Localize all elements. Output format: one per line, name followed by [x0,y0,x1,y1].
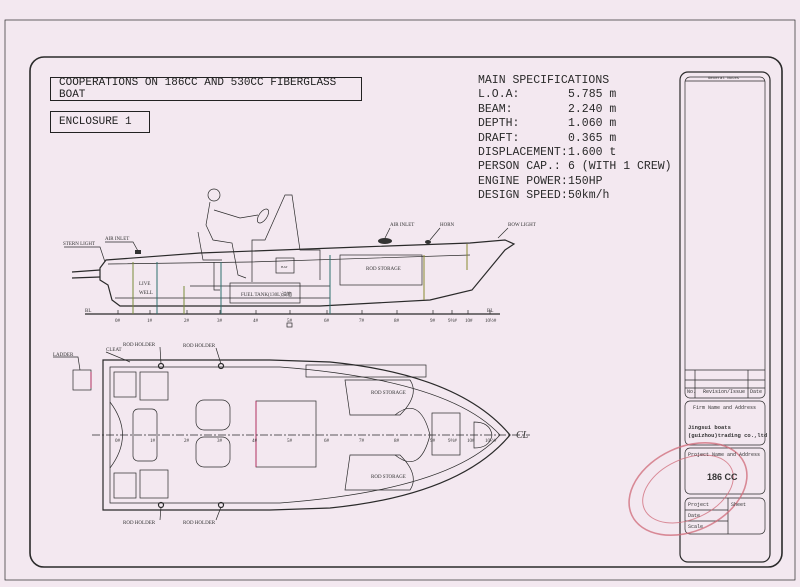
station-label: 4# [253,319,259,324]
revision-date-label: Date [750,389,763,395]
station-label: 3# [217,319,223,324]
firm-name: Jingsui boats [688,424,731,431]
station-label: 5# [287,319,293,324]
plan-view: 0# 1# 2# 3# 4# 5# 6# 7# 8# 9# 9½# 10# 10… [53,343,530,526]
spec-label: BEAM: [478,102,513,116]
station-labels-profile: 0# 1# 2# 3# 4# 5# 6# 7# 8# 9# 9½# 10# 10… [85,309,497,324]
spec-value: 1.060 m [568,117,617,131]
spec-label: PERSON CAP.: [478,160,561,174]
station-label: 3# [217,439,223,444]
revision-issue-label: Revision/Issue [703,389,746,395]
rod-holder-label: ROD HOLDER [123,521,156,526]
station-label: 6# [324,319,330,324]
station-label: 7# [359,319,365,324]
air-inlet-label: AIR INLET [105,237,129,242]
ladder-label: LADDER [53,353,74,358]
drawing-frame [29,56,783,568]
station-label: 6# [324,439,330,444]
live-well-label: WELL [139,291,153,296]
centerline-label: CL [516,430,529,441]
spec-label: ENGINE POWER: [478,174,568,188]
station-label: 10½# [485,319,497,324]
fuel-tank-label: FUEL TANK(130L)油箱 [241,291,292,298]
side-profile-view: 0# 1# 2# 3# 4# 5# 6# 7# 8# 9# 9½# 10# 10… [63,188,536,328]
sheet-label: Sheet [731,502,747,508]
company-stamp [628,441,748,537]
station-label: 9½# [448,439,457,444]
project-label: Project [688,502,710,508]
station-label: 1# [147,319,153,324]
battery [275,257,295,274]
station-label: 9½# [448,319,457,324]
drawing-title: COOPERATIONS ON 186CC AND 530CC FIBERGLA… [50,77,362,101]
station-label: 1# [150,439,156,444]
bl-label: BL [487,309,493,314]
station-label: 5# [287,439,293,444]
station-label: 10# [465,319,473,324]
station-label: 0# [115,319,121,324]
spec-label: DEPTH: [478,117,520,131]
station-label: 8# [394,439,400,444]
date-label: Date [688,513,701,519]
rod-holder-label: ROD HOLDER [123,343,156,348]
scale-label: Scale [688,524,704,530]
fuel-tank [229,282,301,304]
revision-no-label: No. [687,389,697,395]
firm-name-line2: (guizhou)trading co.,ltd [688,432,768,439]
spec-value: 2.240 m [568,102,617,116]
spec-label: L.O.A: [478,88,520,102]
station-label: 2# [184,319,190,324]
driver-figure-icon [197,188,269,291]
spec-value: 150HP [568,174,603,188]
ladder [72,369,92,391]
project-heading: Project Name and Address [688,452,761,458]
air-inlet-aft [135,250,141,254]
main-specifications: MAIN SPECIFICATIONS L.O.A: 5.785 m BEAM: 2… [478,74,672,204]
specs-heading: MAIN SPECIFICATIONS [478,74,610,87]
station-label: 9# [430,319,436,324]
rod-storage-label: ROD STORAGE [371,391,406,396]
stern-light-label: STERN LIGHT [63,242,95,247]
station-label: 7# [359,439,365,444]
cleat-label: CLEAT [106,348,122,353]
bl-label: BL [85,309,91,314]
general-notes-label: General Notes [708,77,740,81]
spec-value: 1.600 t [568,146,617,160]
rod-holder-label: ROD HOLDER [183,344,216,349]
station-label: 10# [467,439,475,444]
firm-heading: Firm Name and Address [693,405,757,411]
enclosure-label: ENCLOSURE 1 [50,111,150,133]
project-name: 186 CC [707,472,738,482]
spec-label: DISPLACEMENT: [478,146,568,160]
battery-label: BAT [281,265,288,269]
station-label: 9# [430,439,436,444]
spec-label: DRAFT: [478,131,520,145]
live-well-label: LIVE [139,282,150,287]
spec-value: 50km/h [568,189,610,203]
outer-border [4,19,796,581]
rod-storage-label: ROD STORAGE [371,475,406,480]
station-label: 2# [184,439,190,444]
center-console [251,194,321,282]
spec-value: 5.785 m [568,88,617,102]
spec-value: 6 (WITH 1 CREW) [568,160,672,174]
hull-outline [99,239,516,307]
spec-value: 0.365 m [568,131,617,145]
title-block [679,71,771,563]
station-label: 0# [115,439,121,444]
rod-storage-compartment [339,254,423,286]
center-console-plan [255,400,317,468]
bow-light-label: BOW LIGHT [508,223,536,228]
rod-storage-label: ROD STORAGE [366,267,401,272]
air-inlet-fwd [378,238,392,244]
horn-label: HORN [440,223,455,228]
horn [425,240,431,244]
station-label: 4# [252,439,258,444]
station-label: 10½# [485,439,497,444]
station-label: 8# [394,319,400,324]
spec-label: DESIGN SPEED: [478,189,568,203]
air-inlet-label: AIR INLET [390,223,414,228]
rod-holder-label: ROD HOLDER [183,521,216,526]
